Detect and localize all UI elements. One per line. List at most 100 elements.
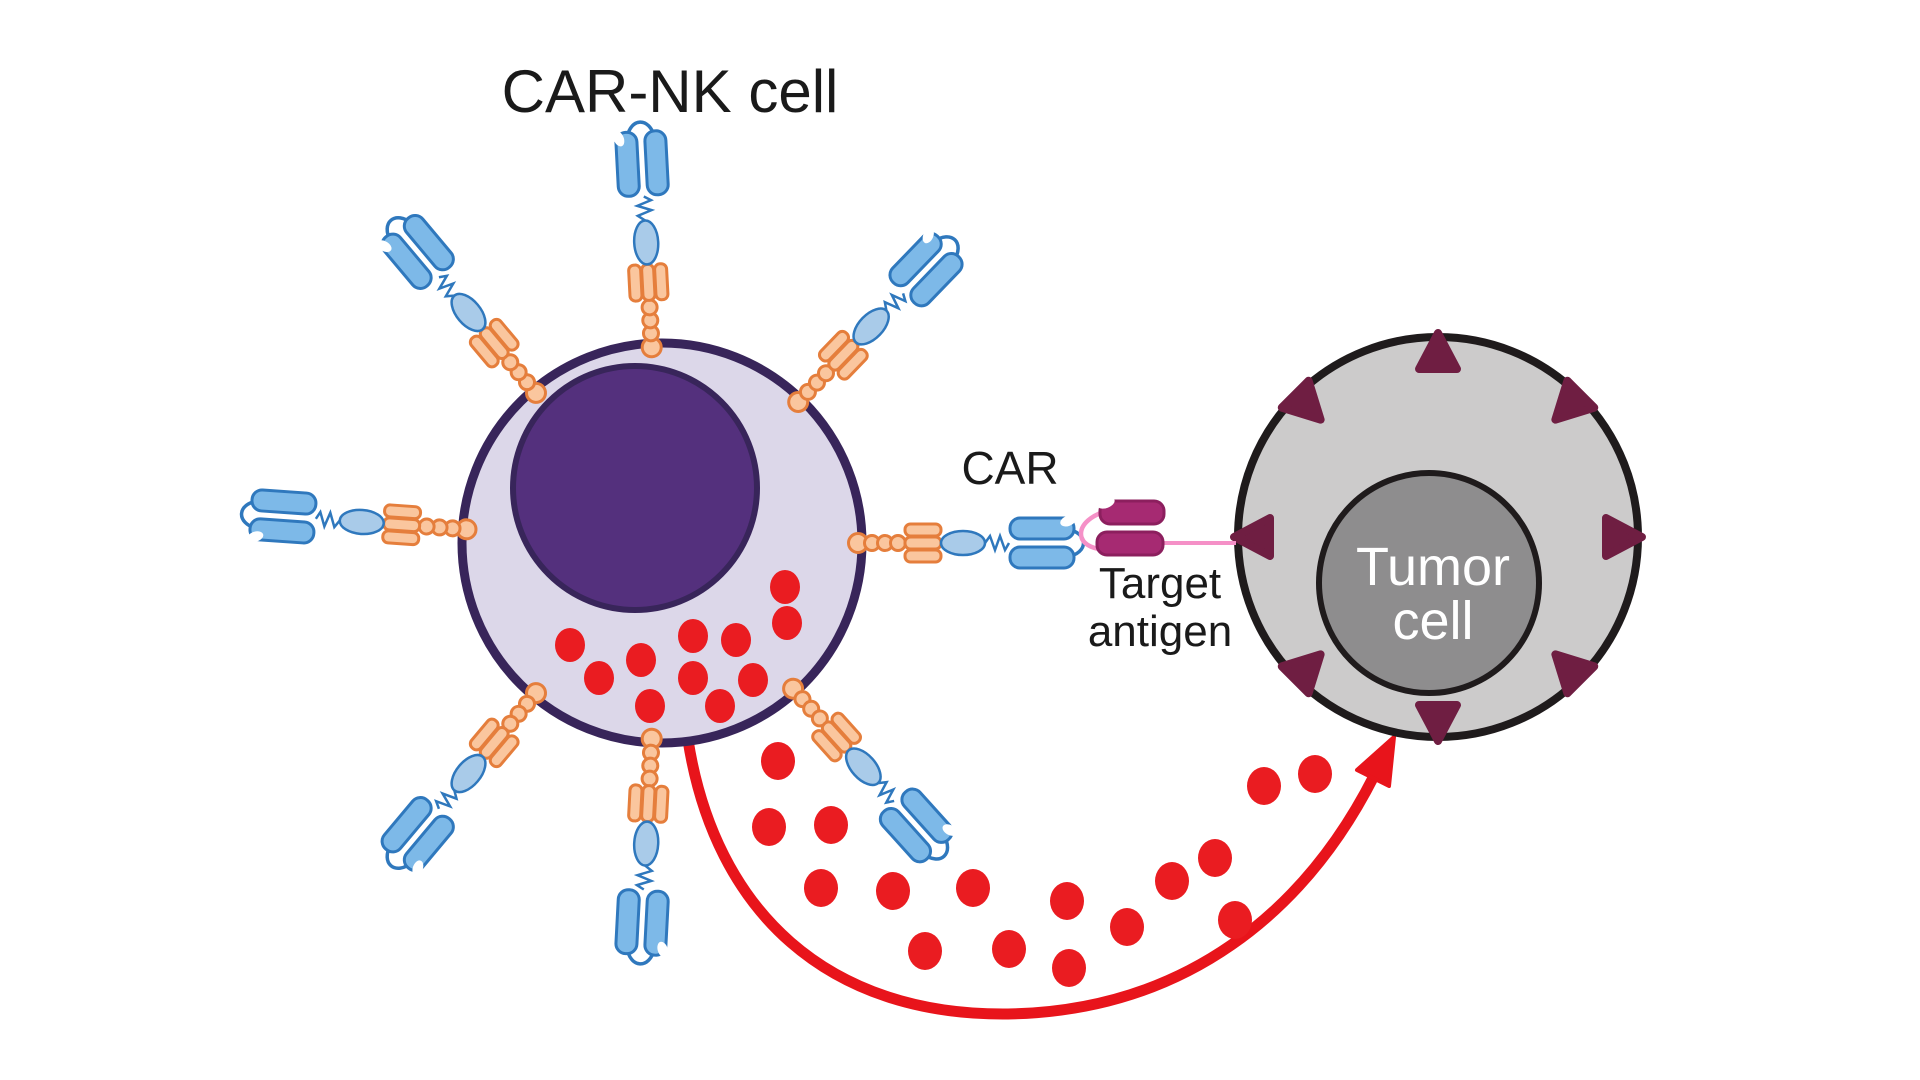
car-receptor bbox=[847, 515, 1086, 570]
car-receptor bbox=[380, 682, 547, 876]
transmembrane-domain bbox=[903, 548, 943, 564]
antigen-notch bbox=[1097, 497, 1115, 509]
released-granule bbox=[761, 742, 795, 780]
cytotoxic-granule bbox=[555, 628, 585, 662]
car-receptor bbox=[239, 488, 478, 547]
transmembrane-domain bbox=[653, 262, 670, 302]
scfv-domain bbox=[643, 889, 670, 957]
scfv-domain bbox=[380, 232, 433, 290]
cytotoxic-granule bbox=[678, 661, 708, 695]
linker-spring bbox=[883, 292, 908, 311]
transmembrane-domain bbox=[488, 317, 520, 352]
scfv-notch bbox=[247, 531, 264, 542]
car-label: CAR bbox=[961, 442, 1058, 494]
diagram-title: CAR-NK cell bbox=[502, 58, 839, 125]
scfv-notch bbox=[1060, 515, 1076, 527]
target-antigen-label-line1: Target bbox=[1099, 559, 1221, 608]
scfv-domain bbox=[248, 517, 316, 545]
tumor-cell: Tumor cell bbox=[1230, 329, 1646, 745]
cytotoxic-granule bbox=[738, 663, 768, 697]
tumor-antigen-triangle bbox=[1602, 514, 1646, 560]
scfv-notch bbox=[942, 824, 958, 836]
released-granule bbox=[1198, 839, 1232, 877]
released-granule bbox=[908, 932, 942, 970]
car-receptor bbox=[614, 727, 670, 966]
target-antigen-label-line2: antigen bbox=[1088, 607, 1232, 656]
granule-release-arrow bbox=[682, 734, 1396, 1020]
linker-spring bbox=[983, 532, 1011, 554]
released-granule bbox=[804, 869, 838, 907]
scfv-domain bbox=[250, 488, 318, 516]
tumor-antigen-triangle bbox=[1415, 701, 1461, 745]
hinge-domain bbox=[939, 529, 987, 557]
linker-spring bbox=[633, 195, 656, 222]
cytotoxic-granules-released bbox=[752, 742, 1332, 987]
scfv-domain bbox=[900, 787, 954, 844]
linker-spring bbox=[434, 790, 459, 810]
release-arrow-shaft bbox=[682, 734, 1380, 1020]
scfv-domain bbox=[878, 806, 933, 864]
scfv-notch bbox=[376, 240, 392, 253]
tumor-antigen-triangle bbox=[1551, 650, 1599, 698]
scfv-domain bbox=[909, 252, 964, 308]
linker-spring bbox=[314, 509, 341, 531]
released-granule bbox=[1052, 949, 1086, 987]
cytotoxic-granule bbox=[770, 570, 800, 604]
transmembrane-domain bbox=[383, 503, 423, 521]
scfv-domain bbox=[1008, 545, 1076, 570]
scfv-domain bbox=[402, 814, 455, 873]
cytotoxic-granule bbox=[705, 689, 735, 723]
scfv-domain bbox=[1008, 516, 1076, 541]
tumor-antigen-triangle bbox=[1230, 514, 1274, 560]
released-granule bbox=[956, 869, 990, 907]
scfv-notch bbox=[922, 228, 934, 244]
tumor-antigen-triangle bbox=[1277, 650, 1325, 698]
car-receptor bbox=[376, 213, 547, 404]
released-granule bbox=[1247, 767, 1281, 805]
scfv-domain bbox=[614, 130, 641, 198]
hinge-domain bbox=[338, 508, 385, 536]
linker-spring bbox=[633, 864, 655, 891]
transmembrane-domain bbox=[836, 347, 869, 381]
linker-spring bbox=[436, 274, 457, 298]
transmembrane-domain bbox=[468, 717, 500, 752]
scfv-domain bbox=[888, 231, 943, 288]
linker-spring bbox=[876, 780, 897, 805]
scfv-domain bbox=[380, 796, 433, 854]
cytotoxic-granule bbox=[721, 623, 751, 657]
scfv-notch bbox=[412, 860, 424, 876]
cytotoxic-granule bbox=[626, 643, 656, 677]
released-granule bbox=[752, 808, 786, 846]
scfv-domain bbox=[402, 213, 455, 272]
tumor-antigen-triangle bbox=[1277, 376, 1325, 424]
tumor-antigen-triangle bbox=[1415, 329, 1461, 373]
tumor-cell-label-line2: cell bbox=[1392, 591, 1473, 651]
release-arrow-head bbox=[1355, 735, 1396, 788]
cytotoxic-granule bbox=[772, 606, 802, 640]
target-antigen bbox=[1078, 497, 1236, 557]
scfv-domain bbox=[614, 888, 641, 956]
car-nk-cell bbox=[239, 120, 1086, 966]
hinge-domain bbox=[632, 820, 660, 867]
tumor-antigen-triangle bbox=[1551, 376, 1599, 424]
signaling-bead bbox=[889, 534, 907, 552]
cytotoxic-granule bbox=[584, 661, 614, 695]
released-granule bbox=[1155, 862, 1189, 900]
car-receptors bbox=[239, 120, 1086, 966]
transmembrane-domain bbox=[811, 729, 843, 763]
antigen-domain-top bbox=[1098, 499, 1166, 526]
transmembrane-domain bbox=[903, 522, 943, 538]
cytotoxic-granule bbox=[678, 619, 708, 653]
cytotoxic-granules-inside bbox=[555, 570, 802, 723]
released-granule bbox=[814, 806, 848, 844]
tumor-cell-label-line1: Tumor bbox=[1356, 537, 1510, 597]
scfv-notch bbox=[657, 941, 669, 958]
released-granule bbox=[876, 872, 910, 910]
hinge-domain bbox=[632, 219, 660, 266]
released-granule bbox=[1298, 755, 1332, 793]
scfv-notch bbox=[613, 131, 625, 147]
tumor-surface-antigens bbox=[1230, 329, 1646, 745]
released-granule bbox=[992, 930, 1026, 968]
released-granule bbox=[1050, 882, 1084, 920]
